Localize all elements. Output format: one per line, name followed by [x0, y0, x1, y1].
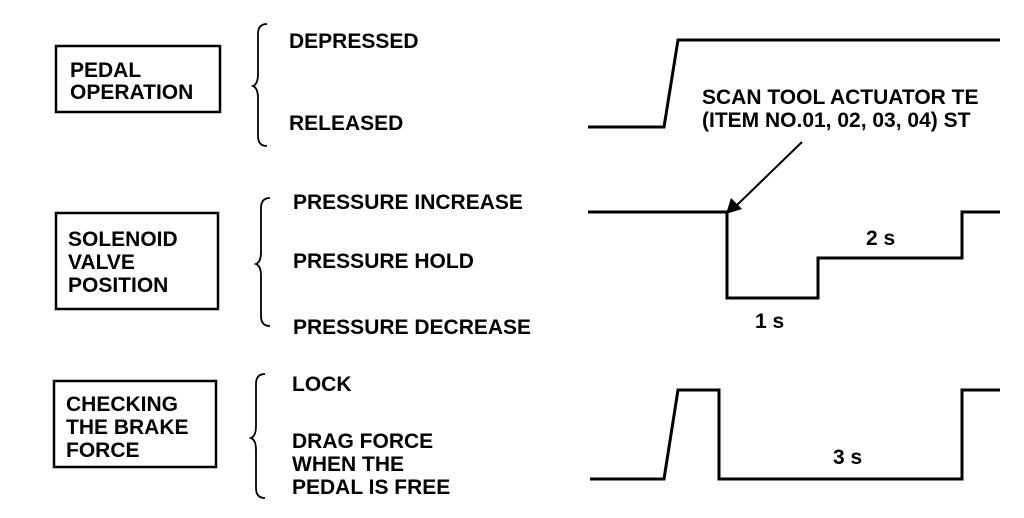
solenoid-valve-brace [253, 197, 271, 327]
state-drag-force-line-1: DRAG FORCE [292, 430, 433, 453]
pedal-operation-label-1: PEDAL [70, 59, 141, 82]
pedal-operation-box [54, 44, 222, 114]
state-depressed: DEPRESSED [289, 30, 419, 53]
callout-arrowhead [726, 198, 742, 214]
brake-force-label-1: CHECKING [66, 393, 178, 416]
solenoid-valve-label-1: SOLENOID [68, 228, 178, 251]
state-pressure-decrease: PRESSURE DECREASE [293, 316, 531, 339]
solenoid-valve-box [54, 211, 220, 311]
state-lock: LOCK [292, 373, 352, 396]
brake-force-waveform [590, 388, 1000, 481]
state-drag-force-line-3: PEDAL IS FREE [292, 476, 450, 499]
state-released: RELEASED [289, 112, 403, 135]
state-pressure-increase: PRESSURE INCREASE [293, 191, 523, 214]
brake-force-box [52, 379, 218, 469]
pedal-operation-waveform [588, 38, 1000, 129]
scan-tool-callout: SCAN TOOL ACTUATOR TE (ITEM NO.01, 02, 0… [702, 86, 979, 214]
solenoid-valve-label-2: VALVE [68, 251, 135, 274]
solenoid-valve-waveform [588, 210, 1000, 300]
callout-arrow-line [735, 141, 803, 207]
brake-force-label-2: THE BRAKE [66, 416, 189, 439]
state-drag-force-line-2: WHEN THE [292, 453, 404, 476]
callout-line-2: (ITEM NO.01, 02, 03, 04) ST [702, 109, 971, 132]
callout-line-1: SCAN TOOL ACTUATOR TE [702, 86, 979, 109]
brake-force-row: CHECKING THE BRAKE FORCE LOCK DRAG FORCE… [52, 373, 1000, 499]
brake-force-label-3: FORCE [66, 439, 140, 462]
duration-3s: 3 s [833, 446, 862, 469]
pedal-operation-label-2: OPERATION [70, 81, 193, 104]
pedal-operation-row: PEDAL OPERATION DEPRESSED RELEASED [54, 23, 1000, 147]
pedal-operation-brace [250, 23, 268, 147]
state-pressure-hold: PRESSURE HOLD [293, 250, 474, 273]
brake-force-brace [248, 373, 266, 499]
solenoid-valve-row: SOLENOID VALVE POSITION PRESSURE INCREAS… [54, 191, 1000, 339]
duration-2s: 2 s [866, 227, 895, 250]
solenoid-valve-label-3: POSITION [68, 274, 168, 297]
duration-1s: 1 s [755, 310, 784, 333]
